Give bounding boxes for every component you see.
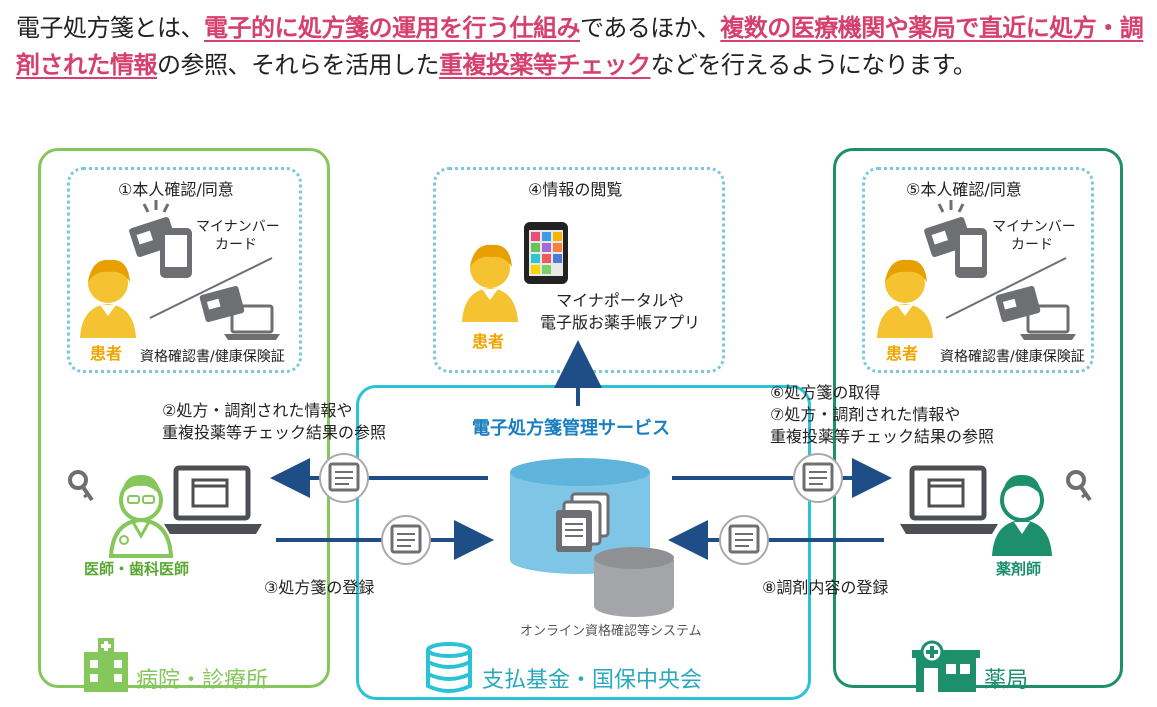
flow-7-label-line1: ⑦処方・調剤された情報や [770,405,961,424]
pharmacy-box-title: ⑤本人確認/同意 [906,180,1022,199]
intro-part-2: であるほか、 [580,14,721,42]
key-icon-pharmacy [1066,470,1092,502]
my-number-card-icon-hospital [129,200,192,278]
flow-6-label: ⑥処方箋の取得 [770,383,881,402]
patient-icon-hospital [80,259,136,338]
pharmacy-card-label: マイナンバー カード [992,218,1076,254]
document-circle-icon-6 [793,453,843,503]
intro-part-1: 電子処方箋とは、 [16,14,205,42]
pharmacy-building-icon [912,640,980,692]
pharmacy-patient-label: 患者 [886,344,919,363]
intro-emphasis-3: 重複投薬等チェック [439,51,651,79]
center-app-label-line2: 電子版お薬手帳アプリ [539,313,700,332]
center-app-label-line1: マイナポータルや [556,291,684,310]
document-circle-icon-8 [719,515,769,565]
my-number-card-icon-pharmacy [924,200,987,278]
intro-part-4: などを行えるようになります。 [650,51,977,79]
hospital-card-label: マイナンバー カード [196,218,280,254]
intro-emphasis-2: 複数の医療機関や薬局で直近に処方・調剤された情報 [16,14,1144,79]
patient-icon-pharmacy [877,259,933,338]
prescription-service-label: 電子処方箋管理サービス [472,418,670,439]
center-app-label: マイナポータルや 電子版お薬手帳アプリ [530,290,710,334]
divider-pharmacy [945,257,1067,319]
pharmacist-label: 薬剤師 [996,560,1042,578]
hospital-box-title: ①本人確認/同意 [118,180,234,199]
hospital-insurance-label: 資格確認書/健康保険証 [140,349,285,365]
intro-part-3: の参照、それらを活用した [157,51,440,79]
hospital-patient-label: 患者 [90,344,123,363]
pharmacy-card-label-line1: マイナンバー [992,219,1076,235]
hospital-building-icon [84,638,128,692]
database-icon-center [426,642,472,693]
intro-text: 電子処方箋とは、電子的に処方箋の運用を行う仕組みであるほか、複数の医療機関や薬局… [16,10,1146,84]
insurance-card-icon-hospital [199,285,280,340]
document-stack-icon [556,492,610,552]
hospital-card-label-line1: マイナンバー [196,219,280,235]
center-box-title: ④情報の閲覧 [528,180,623,199]
flow-7-label-line2: 重複投薬等チェック結果の参照 [770,427,995,446]
flow-2-label-line2: 重複投薬等チェック結果の参照 [162,423,387,442]
pharmacy-frame [833,148,1123,688]
insurance-card-icon-pharmacy [995,285,1076,340]
pharmacy-building-label: 薬局 [984,668,1029,693]
doctor-label: 医師・歯科医師 [84,560,190,578]
document-circle-icon-2 [319,453,369,503]
hospital-building-label: 病院・診療所 [136,668,269,693]
document-circle-icon-3 [381,515,431,565]
smartphone-icon [524,222,568,284]
laptop-icon-pharmacy [900,465,998,534]
laptop-icon-hospital [164,465,262,534]
doctor-icon [108,474,174,558]
flow-6-7-label: ⑥処方箋の取得 ⑦処方・調剤された情報や 重複投薬等チェック結果の参照 [770,382,994,448]
key-icon-hospital [68,470,94,502]
pharmacist-icon [992,474,1052,556]
flow-2-label: ②処方・調剤された情報や 重複投薬等チェック結果の参照 [162,400,386,444]
flow-8-label: ⑧調剤内容の登録 [762,578,889,597]
flow-2-label-line1: ②処方・調剤された情報や [162,401,353,420]
online-system-label: オンライン資格確認等システム [520,624,702,639]
hospital-frame [38,148,330,688]
intro-emphasis-1: 電子的に処方箋の運用を行う仕組み [204,14,581,42]
flow-3-label: ③処方箋の登録 [264,578,375,597]
pharmacy-insurance-label: 資格確認書/健康保険証 [940,349,1085,365]
center-building-label: 支払基金・国保中央会 [482,668,703,693]
patient-icon-center [462,244,518,322]
pharmacy-card-label-line2: カード [1011,237,1053,253]
hospital-card-label-line2: カード [215,237,257,253]
online-qualification-database [594,547,674,617]
center-patient-label: 患者 [472,332,505,351]
divider-hospital [149,257,273,319]
